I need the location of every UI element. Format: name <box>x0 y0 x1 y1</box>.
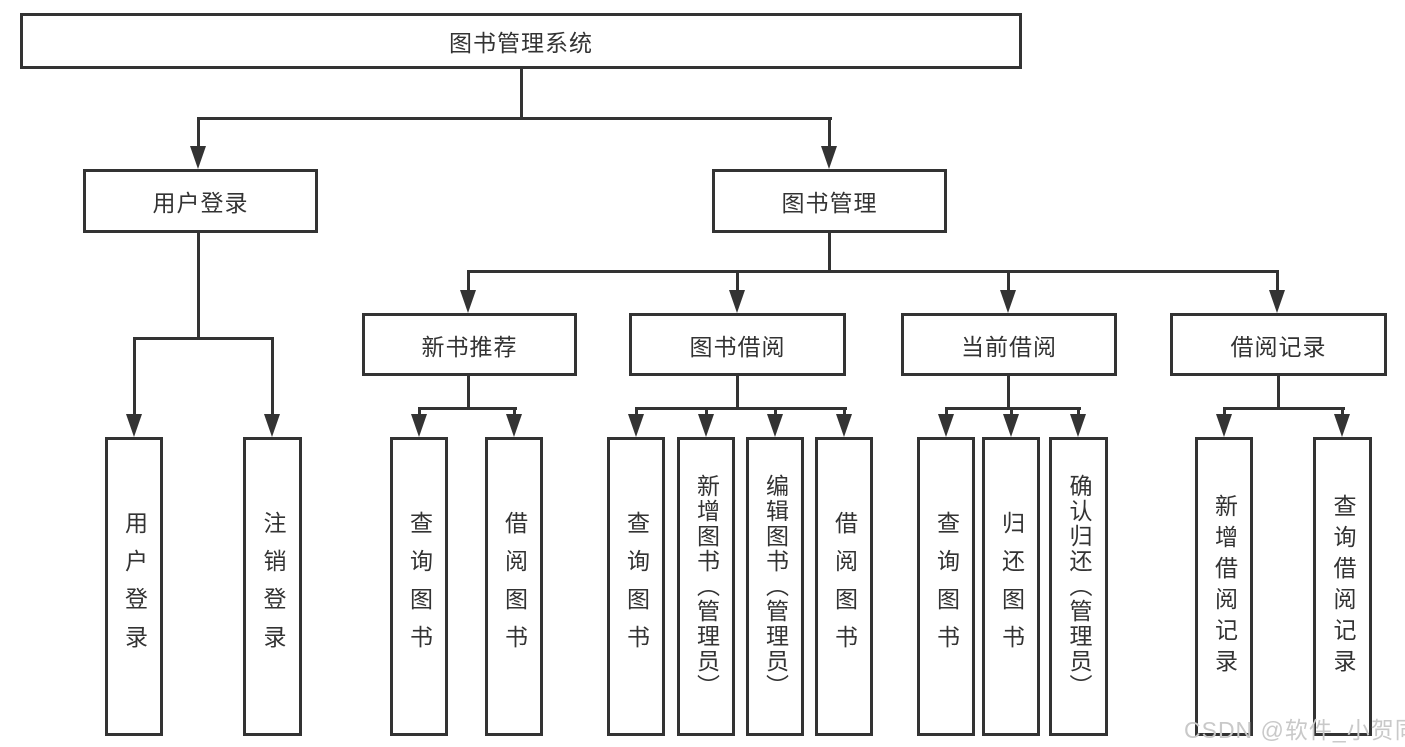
arrowhead <box>1003 414 1019 437</box>
connector <box>828 117 831 148</box>
connector <box>197 117 832 120</box>
leaf-logout: 注销登录 <box>243 437 302 736</box>
connector <box>945 407 1081 410</box>
connector <box>635 407 638 416</box>
connector <box>467 270 470 292</box>
node-current-borrow-label: 当前借阅 <box>961 333 1057 360</box>
leaf-add-borrow-record: 新增借阅记录 <box>1195 437 1253 736</box>
leaf-confirm-return-admin: 确认归还（管理员） <box>1049 437 1108 736</box>
connector <box>843 407 846 416</box>
arrowhead <box>264 414 280 437</box>
arrowhead <box>1216 414 1232 437</box>
arrowhead <box>1070 414 1086 437</box>
connector <box>467 270 1279 273</box>
connector <box>828 233 831 270</box>
leaf-query-borrow-record: 查询借阅记录 <box>1313 437 1372 736</box>
connector <box>945 407 948 416</box>
connector <box>271 337 274 416</box>
leaf-borrow-books-recommend-label: 借阅图书 <box>501 510 528 663</box>
arrowhead <box>698 414 714 437</box>
leaf-logout-label: 注销登录 <box>260 510 286 663</box>
leaf-borrow-books-borrow-label: 借阅图书 <box>831 510 858 663</box>
connector <box>133 337 136 416</box>
node-book-borrow-label: 图书借阅 <box>689 333 786 360</box>
node-new-book-recommend-label: 新书推荐 <box>421 333 518 360</box>
watermark: CSDN @软件_小贺同学 <box>1184 717 1405 743</box>
node-borrow-records: 借阅记录 <box>1170 313 1387 376</box>
connector <box>1223 407 1345 410</box>
connector <box>1276 270 1279 292</box>
connector <box>635 407 847 410</box>
node-user-login-label: 用户登录 <box>152 190 249 216</box>
arrowhead <box>190 146 206 169</box>
leaf-add-borrow-record-label: 新增借阅记录 <box>1211 493 1238 680</box>
leaf-add-book-admin-label: 新增图书（管理员） <box>693 474 720 699</box>
connector <box>736 376 739 407</box>
connector <box>1223 407 1226 416</box>
leaf-add-book-admin: 新增图书（管理员） <box>677 437 735 736</box>
connector <box>520 69 523 117</box>
node-book-borrow: 图书借阅 <box>629 313 846 376</box>
leaf-query-books-borrow: 查询图书 <box>607 437 665 736</box>
connector <box>1007 270 1010 292</box>
node-root: 图书管理系统 <box>20 13 1022 69</box>
connector <box>1077 407 1080 416</box>
leaf-query-books-recommend-label: 查询图书 <box>406 510 433 663</box>
node-current-borrow: 当前借阅 <box>901 313 1117 376</box>
connector <box>197 233 200 337</box>
connector <box>513 407 516 416</box>
arrowhead <box>1000 290 1016 313</box>
arrowhead <box>460 290 476 313</box>
connector <box>774 407 777 416</box>
node-user-login: 用户登录 <box>83 169 318 233</box>
arrowhead <box>126 414 142 437</box>
leaf-query-books-current: 查询图书 <box>917 437 975 736</box>
connector <box>736 270 739 292</box>
connector <box>1007 376 1010 407</box>
leaf-confirm-return-admin-label: 确认归还（管理员） <box>1066 474 1092 699</box>
leaf-query-books-borrow-label: 查询图书 <box>623 510 650 663</box>
connector <box>418 407 517 410</box>
connector <box>197 117 200 148</box>
arrowhead <box>411 414 427 437</box>
connector <box>418 407 421 416</box>
node-root-label: 图书管理系统 <box>449 30 593 56</box>
leaf-query-borrow-record-label: 查询借阅记录 <box>1330 493 1356 680</box>
node-borrow-records-label: 借阅记录 <box>1230 333 1327 360</box>
node-new-book-recommend: 新书推荐 <box>362 313 577 376</box>
leaf-query-books-recommend: 查询图书 <box>390 437 448 736</box>
leaf-query-books-current-label: 查询图书 <box>933 510 960 663</box>
arrowhead <box>1269 290 1285 313</box>
connector <box>1341 407 1344 416</box>
arrowhead <box>628 414 644 437</box>
connector <box>1010 407 1013 416</box>
node-book-management: 图书管理 <box>712 169 947 233</box>
arrowhead <box>821 146 837 169</box>
connector <box>705 407 708 416</box>
leaf-user-login-label: 用户登录 <box>121 510 148 663</box>
connector <box>467 376 470 407</box>
leaf-return-book: 归还图书 <box>982 437 1040 736</box>
node-book-management-label: 图书管理 <box>781 190 878 216</box>
leaf-borrow-books-borrow: 借阅图书 <box>815 437 873 736</box>
arrowhead <box>1334 414 1350 437</box>
leaf-borrow-books-recommend: 借阅图书 <box>485 437 543 736</box>
arrowhead <box>836 414 852 437</box>
arrowhead <box>506 414 522 437</box>
leaf-return-book-label: 归还图书 <box>998 510 1025 663</box>
connector <box>1277 376 1280 407</box>
arrowhead <box>729 290 745 313</box>
connector <box>133 337 274 340</box>
leaf-user-login: 用户登录 <box>105 437 163 736</box>
arrowhead <box>767 414 783 437</box>
leaf-edit-book-admin: 编辑图书（管理员） <box>746 437 804 736</box>
leaf-edit-book-admin-label: 编辑图书（管理员） <box>762 474 789 699</box>
arrowhead <box>938 414 954 437</box>
